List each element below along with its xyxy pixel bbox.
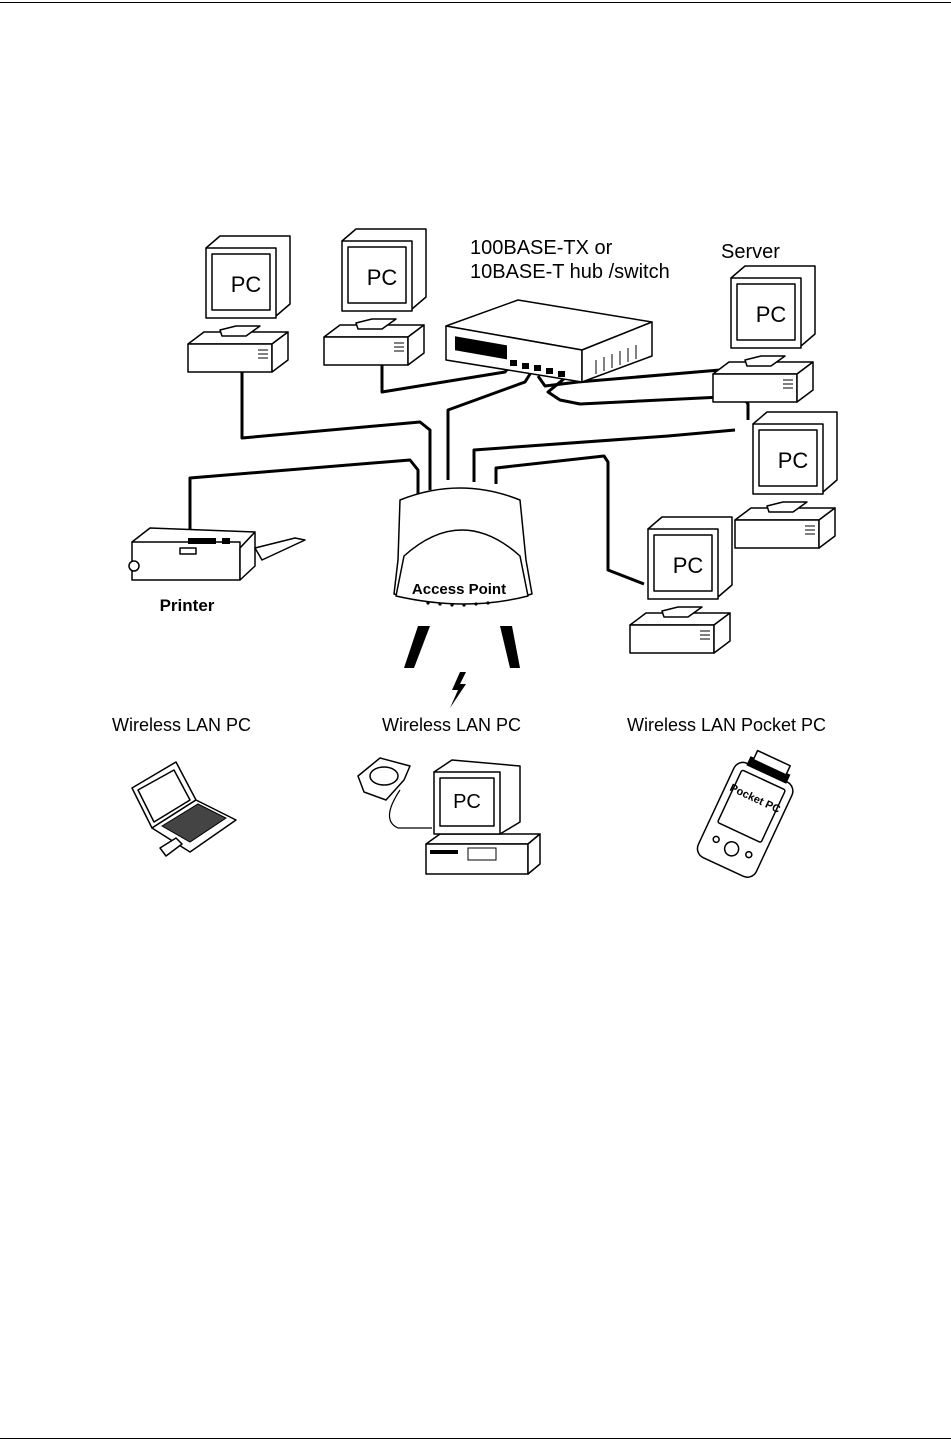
server-pc: PC xyxy=(713,266,815,402)
pc-top-left: PC xyxy=(188,236,290,372)
hub-label-line1: 100BASE-TX or xyxy=(470,237,613,259)
wireless-pc-center-label: Wireless LAN PC xyxy=(382,715,521,735)
access-point-icon: Access Point xyxy=(394,488,532,668)
pc-right: PC xyxy=(735,412,837,548)
pc-label: PC xyxy=(756,302,787,327)
pc-top-center: PC xyxy=(324,229,426,365)
printer-label: Printer xyxy=(160,596,215,615)
pc-label: PC xyxy=(367,265,398,290)
access-point-label: Access Point xyxy=(412,581,506,598)
laptop-icon xyxy=(132,762,236,856)
hub-switch-icon xyxy=(446,300,652,382)
pc-label: PC xyxy=(231,272,262,297)
pocket-pc-icon: Pocket PC xyxy=(694,745,803,881)
pc-label: PC xyxy=(453,791,481,813)
server-label: Server xyxy=(721,241,780,263)
cable-printer-to-ap xyxy=(190,460,418,530)
pc-label: PC xyxy=(778,448,809,473)
pc-lower-right: PC xyxy=(630,517,732,653)
wireless-pocket-pc-label: Wireless LAN Pocket PC xyxy=(627,715,826,735)
desktop-wireless-pc-icon: PC xyxy=(358,758,540,874)
wireless-pc-left-label: Wireless LAN PC xyxy=(112,715,251,735)
wireless-signal-icon xyxy=(450,672,466,708)
pc-label: PC xyxy=(673,553,704,578)
hub-label-line2: 10BASE-T hub /switch xyxy=(470,261,670,283)
printer-icon xyxy=(129,528,305,580)
